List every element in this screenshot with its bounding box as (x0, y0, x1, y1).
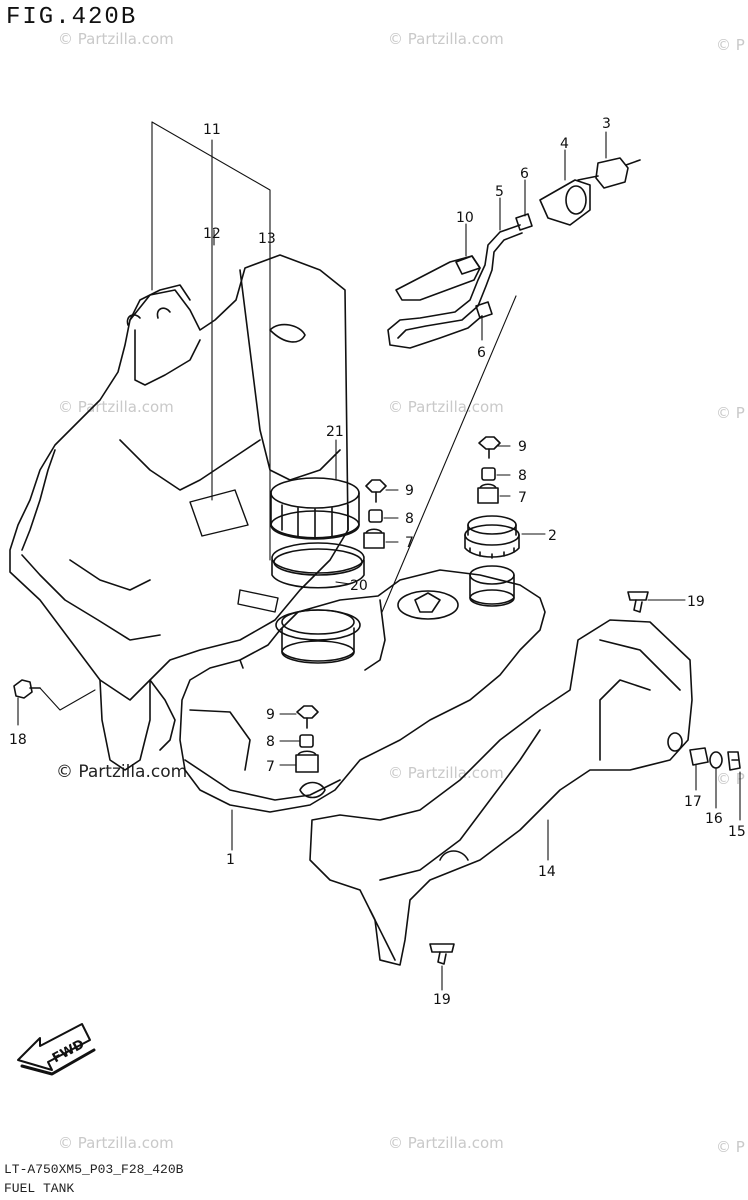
callout-9: 9 (266, 707, 275, 723)
clip-19-bottom (429, 943, 455, 965)
callout-15: 15 (728, 824, 746, 840)
callout-9: 9 (518, 439, 527, 455)
callout-1: 1 (226, 852, 235, 868)
callout-8: 8 (518, 468, 527, 484)
callout-11: 11 (203, 122, 221, 138)
callout-4: 4 (560, 136, 569, 152)
clip-19-top (627, 591, 649, 613)
mount-hardware-set-c (295, 705, 319, 773)
fwd-arrow-icon (17, 1023, 96, 1076)
bolt-18 (13, 679, 41, 699)
watermark: © Partzilla.com (58, 1134, 174, 1152)
fuel-cap (464, 515, 520, 559)
pump-lock-ring (270, 477, 360, 540)
watermark: © Partzilla.com (388, 30, 504, 48)
fuel-tank (179, 565, 546, 813)
callout-21: 21 (326, 424, 344, 440)
mount-hardware-set-a (363, 479, 387, 549)
watermark: © P (716, 36, 745, 54)
callout-10: 10 (456, 210, 474, 226)
callout-9: 9 (405, 483, 414, 499)
callout-numbers: 11 12 13 21 20 2 3 4 5 6 10 6 9 8 7 9 8 … (9, 116, 746, 1008)
callout-16: 16 (705, 811, 723, 827)
callout-17: 17 (684, 794, 702, 810)
watermark: © P (716, 770, 745, 788)
callout-8: 8 (266, 734, 275, 750)
figure-code: LT-A750XM5_P03_F28_420B (4, 1162, 184, 1177)
callout-19: 19 (687, 594, 705, 610)
callout-6: 6 (520, 166, 529, 182)
callout-7: 7 (518, 490, 527, 506)
callout-3: 3 (602, 116, 611, 132)
watermark: © Partzilla.com (388, 398, 504, 416)
watermark: © P (716, 404, 745, 422)
watermark-strong: © Partzilla.com (56, 762, 188, 782)
callout-7: 7 (405, 535, 414, 551)
callout-7: 7 (266, 759, 275, 775)
vent-hose-assembly (381, 157, 641, 613)
watermark: © Partzilla.com (58, 398, 174, 416)
watermark: © Partzilla.com (388, 764, 504, 782)
callout-14: 14 (538, 864, 556, 880)
watermark: © Partzilla.com (388, 1134, 504, 1152)
pump-o-ring (271, 542, 365, 589)
leader-lines (17, 121, 741, 991)
callout-12: 12 (203, 226, 221, 242)
callout-2: 2 (548, 528, 557, 544)
callout-20: 20 (350, 578, 368, 594)
side-cover-right (309, 619, 693, 966)
callout-8: 8 (405, 511, 414, 527)
figure-name: FUEL TANK (4, 1181, 75, 1196)
callout-6: 6 (477, 345, 486, 361)
callout-18: 18 (9, 732, 27, 748)
callout-13: 13 (258, 231, 276, 247)
watermark: © P (716, 1138, 745, 1156)
side-cover-fastener-set (689, 747, 741, 771)
mount-hardware-set-b (477, 436, 501, 504)
callout-19: 19 (433, 992, 451, 1008)
watermark: © Partzilla.com (58, 30, 174, 48)
callout-5: 5 (495, 184, 504, 200)
figure-title: FIG.420B (6, 4, 138, 31)
